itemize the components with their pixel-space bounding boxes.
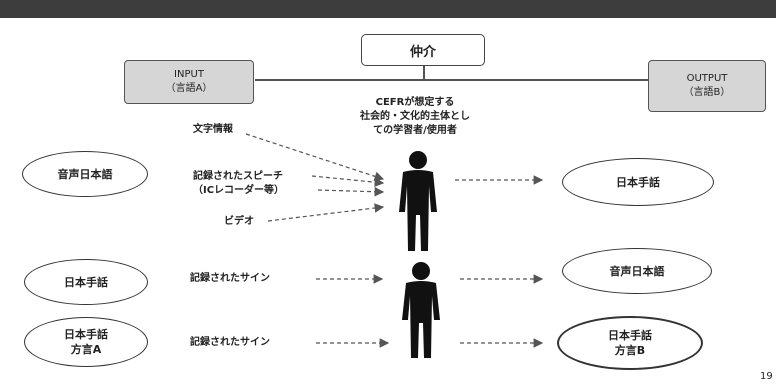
- center-caption: CEFRが想定する 社会的・文化的主体とし ての学習者/使用者: [360, 97, 470, 136]
- left-oval-jsl: 日本手話: [24, 259, 148, 305]
- page-number: 19: [760, 371, 773, 382]
- arrow-recorded-speech-1: [311, 175, 385, 187]
- label-text-info: 文字情報: [193, 124, 233, 135]
- person-icon-upper: [399, 151, 437, 251]
- label-recorded-sign-1: 記録されたサイン: [190, 273, 270, 284]
- slide-top-bar: [0, 0, 776, 18]
- right-oval-jsl: 日本手話: [562, 158, 714, 206]
- input-box: INPUT （言語A）: [124, 60, 254, 104]
- right-oval-spoken-japanese: 音声日本語: [562, 248, 712, 294]
- arrow-recorded-speech-2: [317, 186, 385, 197]
- arrow-text-info: [245, 133, 385, 181]
- label-recorded-speech: 記録されたスピーチ （ICレコーダー等）: [193, 171, 285, 196]
- label-recorded-sign-2: 記録されたサイン: [190, 337, 270, 348]
- left-oval-jsl-dialect-a: 日本手話 方言A: [24, 317, 148, 367]
- left-oval-spoken-japanese: 音声日本語: [22, 151, 148, 197]
- label-video: ビデオ: [224, 216, 254, 227]
- mediation-box: 仲介: [361, 34, 485, 66]
- arrow-video: [267, 203, 385, 222]
- output-box: OUTPUT （言語B）: [648, 60, 766, 112]
- right-oval-jsl-dialect-b: 日本手話 方言B: [557, 316, 703, 370]
- person-icon-lower: [402, 262, 440, 358]
